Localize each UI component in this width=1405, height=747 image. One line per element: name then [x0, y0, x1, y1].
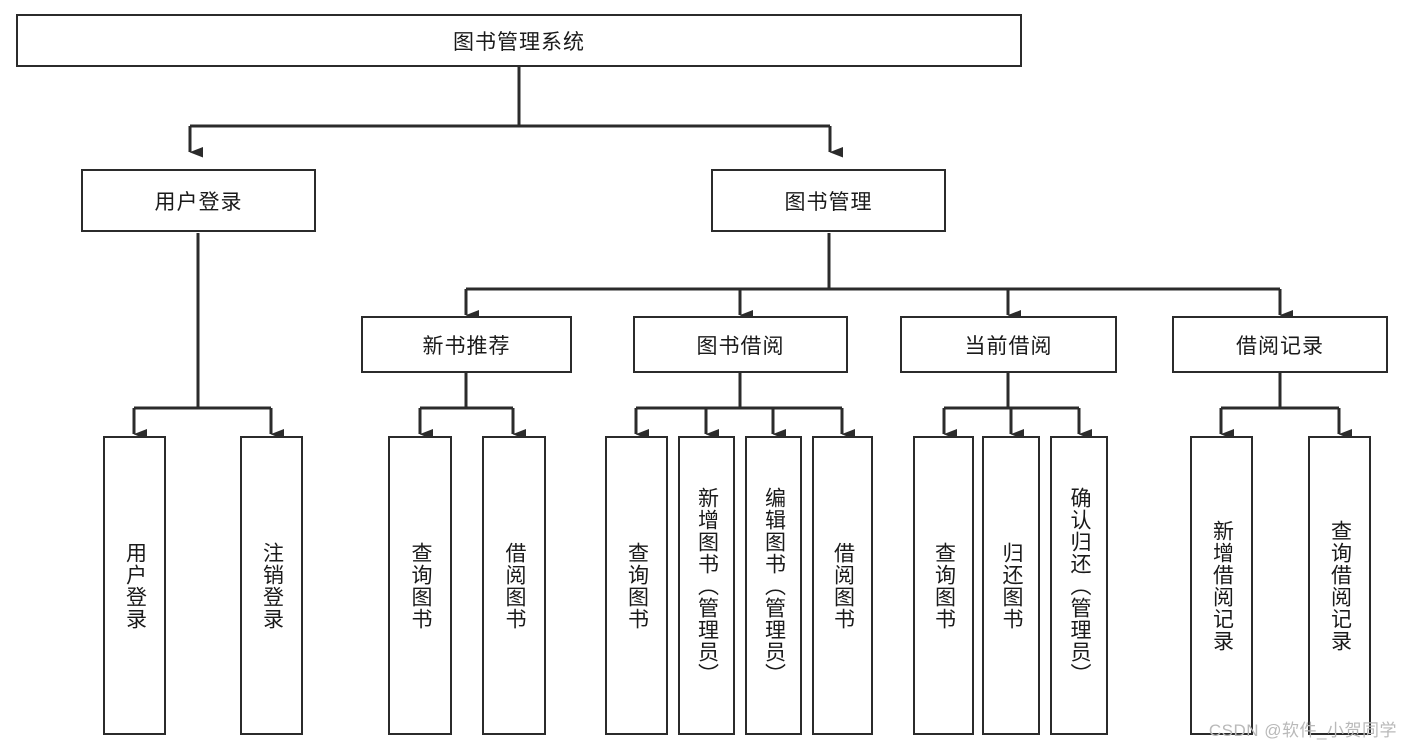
node-label: 用户登录: [154, 190, 243, 214]
node-leaf-borrow-book-2[interactable]: 借阅图书: [812, 436, 873, 735]
node-current-borrow[interactable]: 当前借阅: [900, 316, 1117, 373]
node-leaf-query-book-1[interactable]: 查询图书: [388, 436, 452, 735]
node-new-book-recommend[interactable]: 新书推荐: [361, 316, 572, 373]
node-leaf-borrow-book-1[interactable]: 借阅图书: [482, 436, 546, 735]
node-label: 归还图书: [999, 541, 1023, 630]
node-label: 新增图书（管理员）: [695, 486, 719, 685]
node-label: 新增借阅记录: [1210, 519, 1234, 652]
node-label: 当前借阅: [964, 334, 1053, 358]
node-label: 编辑图书（管理员）: [762, 486, 786, 685]
node-user-login[interactable]: 用户登录: [81, 169, 316, 232]
node-label: 注销登录: [260, 541, 284, 630]
node-leaf-add-book[interactable]: 新增图书（管理员）: [678, 436, 735, 735]
node-label: 借阅记录: [1236, 334, 1324, 358]
node-label: 图书管理: [784, 190, 873, 214]
node-book-management-system[interactable]: 图书管理系统: [16, 14, 1022, 67]
node-label: 图书借阅: [696, 334, 785, 358]
node-leaf-return-book[interactable]: 归还图书: [982, 436, 1040, 735]
node-leaf-edit-book[interactable]: 编辑图书（管理员）: [745, 436, 802, 735]
node-book-borrow[interactable]: 图书借阅: [633, 316, 848, 373]
node-label: 图书管理系统: [453, 30, 585, 54]
node-label: 确认归还（管理员）: [1067, 486, 1091, 685]
node-label: 查询图书: [932, 541, 956, 630]
node-leaf-query-record[interactable]: 查询借阅记录: [1308, 436, 1371, 735]
node-borrow-record[interactable]: 借阅记录: [1172, 316, 1388, 373]
node-leaf-query-book-2[interactable]: 查询图书: [605, 436, 668, 735]
node-label: 新书推荐: [422, 334, 511, 358]
node-leaf-query-book-3[interactable]: 查询图书: [913, 436, 974, 735]
node-label: 查询图书: [625, 541, 649, 630]
node-leaf-user-login[interactable]: 用户登录: [103, 436, 166, 735]
node-leaf-confirm-return[interactable]: 确认归还（管理员）: [1050, 436, 1108, 735]
node-book-management[interactable]: 图书管理: [711, 169, 946, 232]
node-label: 借阅图书: [502, 541, 526, 630]
node-label: 借阅图书: [831, 541, 855, 630]
node-leaf-add-record[interactable]: 新增借阅记录: [1190, 436, 1253, 735]
node-label: 查询借阅记录: [1328, 519, 1352, 652]
watermark: CSDN @软件_小贺同学: [1208, 721, 1397, 740]
node-label: 用户登录: [123, 541, 147, 630]
node-leaf-logout-login[interactable]: 注销登录: [240, 436, 303, 735]
node-label: 查询图书: [408, 541, 432, 630]
